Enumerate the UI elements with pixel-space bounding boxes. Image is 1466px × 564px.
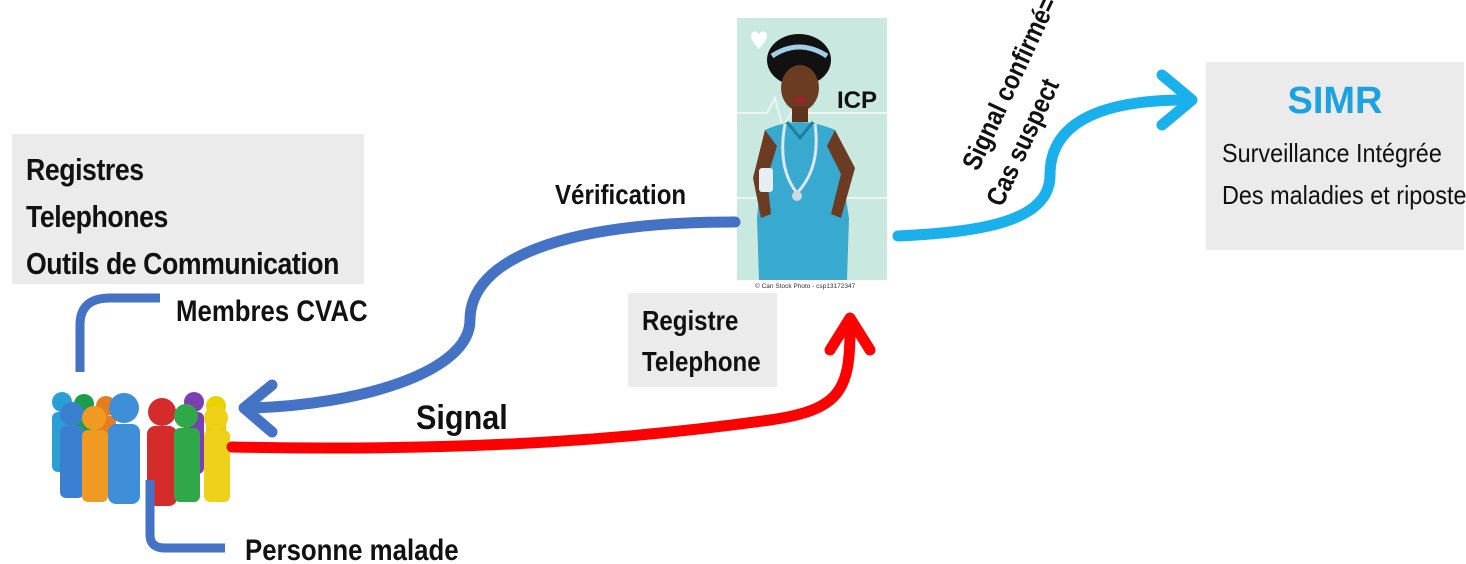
simr-line2: Des maladies et riposte [1222, 180, 1466, 210]
signal-arrowhead [824, 312, 876, 356]
verification-label: Vérification [555, 178, 686, 210]
personne-label: Personne malade [245, 533, 459, 564]
simr-arrowhead [1156, 69, 1198, 131]
personne-callout [145, 480, 225, 553]
verification-arrow [244, 216, 741, 414]
verification-arrowhead [238, 379, 278, 438]
watermark-label: © Can Stock Photo - csp13172347 [755, 282, 856, 290]
membres-label: Membres CVAC [176, 294, 368, 327]
simr-line1: Surveillance Intégrée [1222, 138, 1442, 168]
tools-line-telephones: Telephones [26, 199, 168, 234]
registre-box: Registre Telephone [628, 293, 777, 387]
membres-callout [75, 293, 160, 372]
tools-line-outils: Outils de Communication [26, 246, 340, 281]
simr-title: SIMR [1287, 80, 1383, 122]
signal-label: Signal [416, 399, 508, 437]
community-group-icon [52, 392, 230, 506]
simr-arrow [892, 94, 1191, 242]
tools-box: Registres Telephones Outils de Communica… [12, 134, 364, 284]
signal-arrow [226, 324, 856, 454]
telephone-line: Telephone [642, 346, 761, 377]
tools-line-registres: Registres [26, 152, 144, 187]
icp-label: ICP [837, 87, 877, 114]
simr-box: SIMR Surveillance Intégrée Des maladies … [1206, 62, 1466, 250]
nurse-illustration-icon: ICP © Can Stock Photo - csp13172347 [737, 18, 887, 290]
registre-line: Registre [642, 305, 739, 336]
